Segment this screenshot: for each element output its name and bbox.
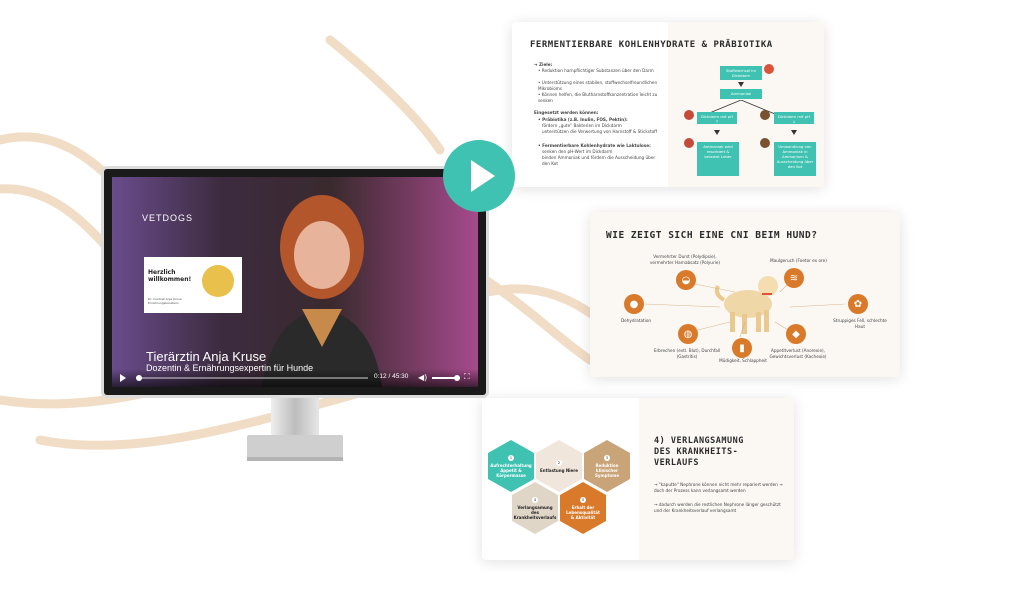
volume-icon[interactable]: ◀) [418, 373, 428, 382]
inset-sub: Dr. medvet Anja Kruse [148, 297, 182, 301]
breath-icon: ≋ [784, 268, 804, 288]
einsatz-item: senken den pH-Wert im Dickdarm [542, 149, 613, 154]
flow-left: Dickdarm mit pH ↑ [697, 112, 737, 124]
slide3-text: → dadurch werden die restlichen Nephrone… [654, 502, 781, 513]
total-time: 45:30 [392, 373, 409, 380]
hex-number: 4 [532, 496, 538, 503]
video-player[interactable]: VETDOGS Herzlich willkommen! Dr. medvet … [112, 177, 478, 387]
flow-bottom-left: Ammoniak wird resorbiert & belastet Lebe… [697, 142, 739, 176]
ziele-item: • Unterstützung eines stabilen, stoffwec… [538, 80, 658, 91]
current-time: 0:12 [374, 373, 387, 380]
slide3-title: 4) VERLANGSAMUNG DES KRANKHEITS-VERLAUFS [654, 436, 744, 468]
flow-top: Stoffwechsel im Dickdarm [720, 66, 762, 80]
hex-number: 5 [580, 496, 586, 503]
kidney-icon [684, 110, 694, 120]
monitor-stand [247, 395, 343, 461]
presenter-image [262, 195, 382, 387]
symptom-label: Appetitverlust (Anorexie), Gewichtsverlu… [769, 348, 827, 359]
slide2-title: WIE ZEIGT SICH EINE CNI BEIM HUND? [606, 230, 818, 241]
flow-mid: Ammoniak [720, 89, 762, 99]
dog-photo [202, 265, 234, 297]
symptom-label: Vermehrter Durst (Polydipsie), vermehrte… [649, 254, 721, 265]
einsatz-label: Eingesetzt werden können: [534, 110, 599, 115]
einsatz-item: fördern „gute" Bakterien im Dickdarm [542, 123, 622, 128]
progress-track[interactable] [136, 375, 368, 381]
drop-icon: ● [624, 294, 644, 314]
hex-label: Aufrechterhaltung Appetit & Körpermasse [490, 462, 532, 478]
einsatz-item: • Präbiotika (z.B. Inulin, FOS, Pektin): [538, 117, 628, 122]
hex-label: Erhalt der Lebensqualität & Aktivität [566, 504, 600, 520]
video-inset-slide: Herzlich willkommen! Dr. medvet Anja Kru… [144, 257, 242, 313]
monitor: VETDOGS Herzlich willkommen! Dr. medvet … [101, 166, 489, 398]
presenter-name: Tierärztin Anja Kruse [146, 349, 267, 364]
progress-knob[interactable] [136, 375, 142, 381]
einsatz-item: unterstützen die Verwertung von Harnstof… [542, 129, 658, 134]
play-icon [471, 160, 495, 192]
slide1-title: FERMENTIERBARE KOHLENHYDRATE & PRÄBIOTIK… [530, 40, 773, 50]
hex-number: 2 [556, 459, 562, 466]
slide-cni-symptome[interactable]: WIE ZEIGT SICH EINE CNI BEIM HUND? ◒ Ver… [590, 212, 900, 377]
vetdogs-logo: VETDOGS [142, 213, 194, 223]
time-readout: 0:12 / 45:30 [374, 373, 409, 380]
presenter-role: Dozentin & Ernährungsexpertin für Hunde [146, 363, 314, 373]
play-icon[interactable] [120, 374, 126, 382]
hex-label: Reduktion klinischer Symptome [594, 462, 620, 478]
ziele-item: • Reduktion harnpflichtiger Substanzen ü… [538, 68, 654, 73]
kidney-icon [684, 138, 694, 148]
symptom-label: Erbrechen (evtl. Blut), Durchfall (Gastr… [653, 348, 721, 359]
ziele-item: • Können helfen, die Blutharnstoffkonzen… [538, 92, 658, 103]
einsatz-item: • Fermentierbare Kohlenhydrate wie Laktu… [538, 143, 651, 148]
volume-knob[interactable] [454, 375, 460, 381]
flow-right: Dickdarm mit pH ↓ [774, 112, 814, 124]
battery-icon: ▮ [732, 338, 752, 358]
play-button[interactable] [443, 140, 515, 212]
water-bowl-icon: ◒ [676, 270, 696, 290]
inset-title: Herzlich willkommen! [148, 269, 192, 283]
hex-number: 1 [508, 454, 514, 461]
hex-label: Verlangsamung des Krankheitsverlaufs [513, 504, 557, 520]
volume-slider[interactable] [432, 375, 460, 381]
einsatz-item: binden Ammoniak und fördern die Ausschei… [542, 155, 656, 166]
fullscreen-icon[interactable]: ⛶ [464, 372, 470, 381]
stomach-icon: ◍ [678, 324, 698, 344]
video-controls: 0:12 / 45:30 ◀) ⛶ [112, 369, 478, 387]
slide3-text: → "kaputte" Nephrone können nicht mehr r… [654, 482, 783, 493]
symptom-label: Müdigkeit, Schlappheit [719, 358, 767, 363]
flow-bottom-right: Umwandlung von Ammoniak in Ammonium & Au… [774, 142, 816, 176]
intestine-icon [764, 64, 774, 74]
food-icon: ◆ [786, 324, 806, 344]
hex-label: Entlastung Niere [540, 467, 578, 473]
fur-icon: ✿ [848, 294, 868, 314]
inset-sub: Ernährungsberaterin [148, 301, 180, 305]
slide-fermentierbare-kohlenhydrate[interactable]: FERMENTIERBARE KOHLENHYDRATE & PRÄBIOTIK… [512, 22, 824, 187]
symptom-label: Struppiges Fell, schlechte Haut [833, 318, 887, 329]
hex-number: 3 [604, 454, 610, 461]
poop-icon [760, 110, 770, 120]
poop-icon [760, 138, 770, 148]
ziele-label: ➜ Ziele: [534, 62, 553, 67]
symptom-label: Dehydratation [620, 318, 652, 323]
symptom-label: Maulgeruch (Foetor ex ore) [770, 258, 827, 263]
